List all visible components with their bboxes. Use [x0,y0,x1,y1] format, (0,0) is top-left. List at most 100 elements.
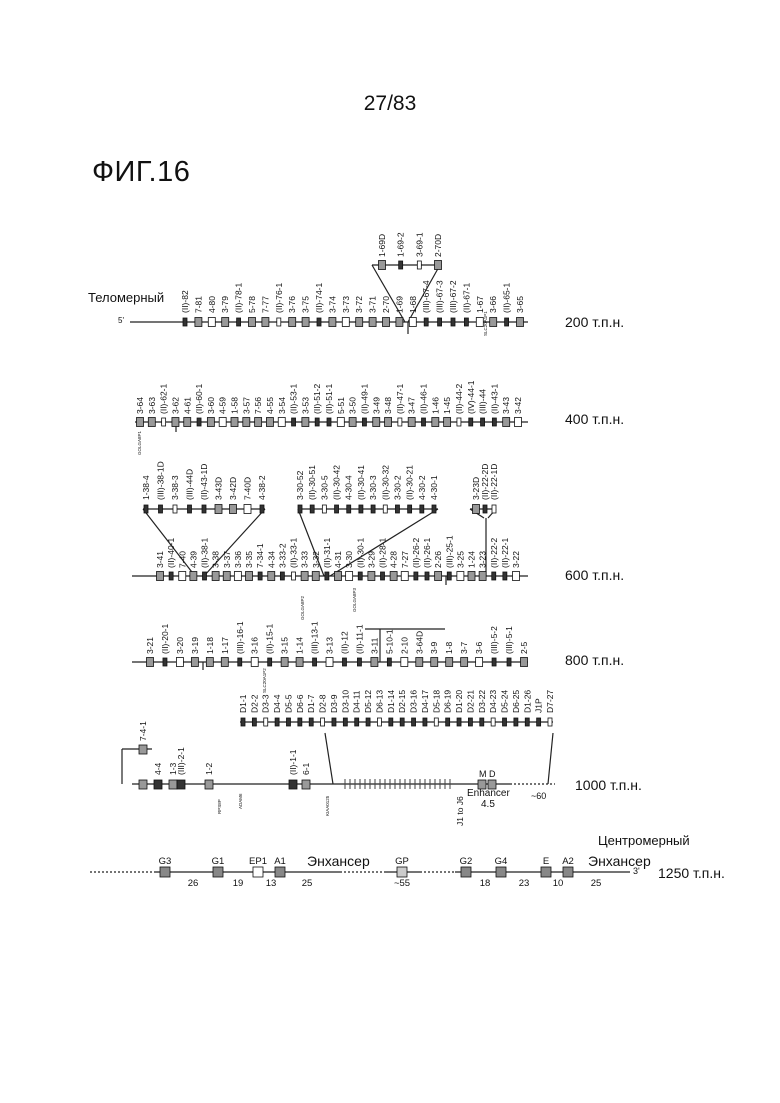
row1-gene-label: 3-72 [354,296,364,313]
row4-gene-label: 1-18 [205,637,215,654]
row1-gene-label: 3-74 [327,296,337,313]
row5-gene-mark [139,780,147,789]
row1-gene-label: 3-65 [515,296,525,313]
row3-left-insert-gene-label: (III)-38-1D [156,461,166,500]
row3-gene-mark [312,572,319,581]
row3-gene-mark [503,572,507,580]
row5-d-gene-label: D2-21 [465,690,475,713]
row5-d-gene-mark [503,718,507,726]
row5-d-gene-mark [377,718,381,726]
row3-left-insert-gene-label: 3-43D [214,477,224,500]
row2-gene-mark [398,418,402,426]
row2-gene-label: 3-49 [371,397,381,414]
row1-gene-label: 3-75 [301,296,311,313]
row5-constant-m-mark [478,780,486,789]
row5-d-gene-mark [514,718,518,726]
row5-d-gene-mark [400,718,404,726]
row4-gene-mark [446,658,453,667]
row2-gene-mark [457,418,461,426]
row2-gene-label: 3-60 [206,397,216,414]
row5-d-gene-label: D4-4 [272,694,282,713]
row3-gene-label: 4-31 [333,551,343,568]
row6-gene-label: A1 [274,856,286,867]
row2-gene-label: 1-46 [430,397,440,414]
row1-insert-gene-mark [417,261,421,269]
row3-right-insert-gene-label: (II)-22-1D [489,464,499,500]
row3-gene-label: (II)-22-2 [489,538,499,569]
row3-gene-label: 7-27 [400,551,410,568]
row5-d-gene-mark [252,718,256,726]
row1-gene-mark [356,318,363,327]
row1-gene-label: (II)-78-1 [234,283,244,314]
row5-gene-mark [154,780,162,789]
row3-mid-insert-gene-mark [371,505,375,513]
row2-gene-mark [503,418,510,427]
row6-gene-mark [541,867,551,877]
row1-gene-label: 3-66 [488,296,498,313]
row3-gene-label: 3-41 [155,551,165,568]
row4-gene-mark [431,658,438,667]
row1-gene-mark [396,318,403,327]
row1-gene-mark [317,318,321,326]
row4-gene-label: (II)-15-1 [265,624,275,655]
row3-mid-insert-gene-label: (II)-30-51 [307,465,317,500]
row2-gene-mark [337,418,344,427]
row6-distance-label: 23 [519,878,530,889]
row5-d-gene-label: J1P [534,698,544,713]
row4-gene-mark [461,658,468,667]
row4-gene-mark [238,658,242,666]
row5-d-gene-mark [241,718,245,726]
row2-gene-label: 3-50 [348,397,358,414]
row3-gene-label: 3-33-2 [277,543,287,568]
row1-gene-mark [505,318,509,326]
row2-gene-mark [278,418,285,427]
row4-gene-mark [521,658,528,667]
row3-gene-label: (II)-38-1 [200,538,210,569]
row3-gene-mark [292,572,296,580]
row3-gene-label: (II)-28-1 [378,538,388,569]
row5-d-gene-mark [309,718,313,726]
row4-gene-label: (III)-5-2 [489,626,499,654]
row4-gene-mark [357,658,361,666]
row2-gene-mark [315,418,319,426]
row3-mid-insert-gene-label: (II)-30-21 [405,465,415,500]
row3-right-insert-gene-mark [473,505,480,514]
row5-d-gene-mark [457,718,461,726]
row2-gene-mark [231,418,238,427]
row1-gene-mark [277,318,281,326]
row2-gene-label: 3-48 [383,397,393,414]
row5-d-gene-label: D6-25 [511,690,521,713]
row1-gene-mark [222,318,229,327]
row3-gene-mark [258,572,262,580]
row1-insert-gene-label: 1-69-2 [396,232,406,257]
row2-gene-mark [349,418,356,427]
row1-gene-label: (III)-67-2 [448,280,458,313]
row4-gene-label: 3-9 [429,641,439,654]
row3-gene-mark [358,572,362,580]
row6-gene-mark [275,867,285,877]
row1-gene-mark [517,318,524,327]
row5-d-gene-mark [480,718,484,726]
row4-gene-label: 3-7 [459,641,469,654]
row3-mid-insert-gene-label: 3-30-52 [295,470,305,500]
row1-gene-label: (II)-82 [180,290,190,313]
row2-gene-label: (II)-53-1 [289,384,299,415]
row6-distance-label: ~55 [394,878,410,889]
row2-gene-label: (IV)-44-1 [466,380,476,414]
row4-gene-label: 3-15 [280,637,290,654]
row1-gene-label: (III)-67-4 [421,280,431,313]
row4-gene-mark [163,658,167,666]
row3-right-insert-gene-mark [492,505,496,513]
row2-gene-mark [162,418,166,426]
row6-distance-label: 18 [480,878,491,889]
row6-gene-mark [563,867,573,877]
row2-gene-mark [172,418,179,427]
row1-gene-label: 3-73 [341,296,351,313]
row2-gene-mark [197,418,201,426]
row5-gene-mark [169,780,177,789]
small-gene-tag: GOLGA8P3 [352,587,357,612]
row3-mid-insert-gene-mark [310,505,314,513]
row2-gene-mark [515,418,522,427]
row5-d-gene-label: D5-24 [500,690,510,713]
row2-gene-label: 3-54 [277,397,287,414]
